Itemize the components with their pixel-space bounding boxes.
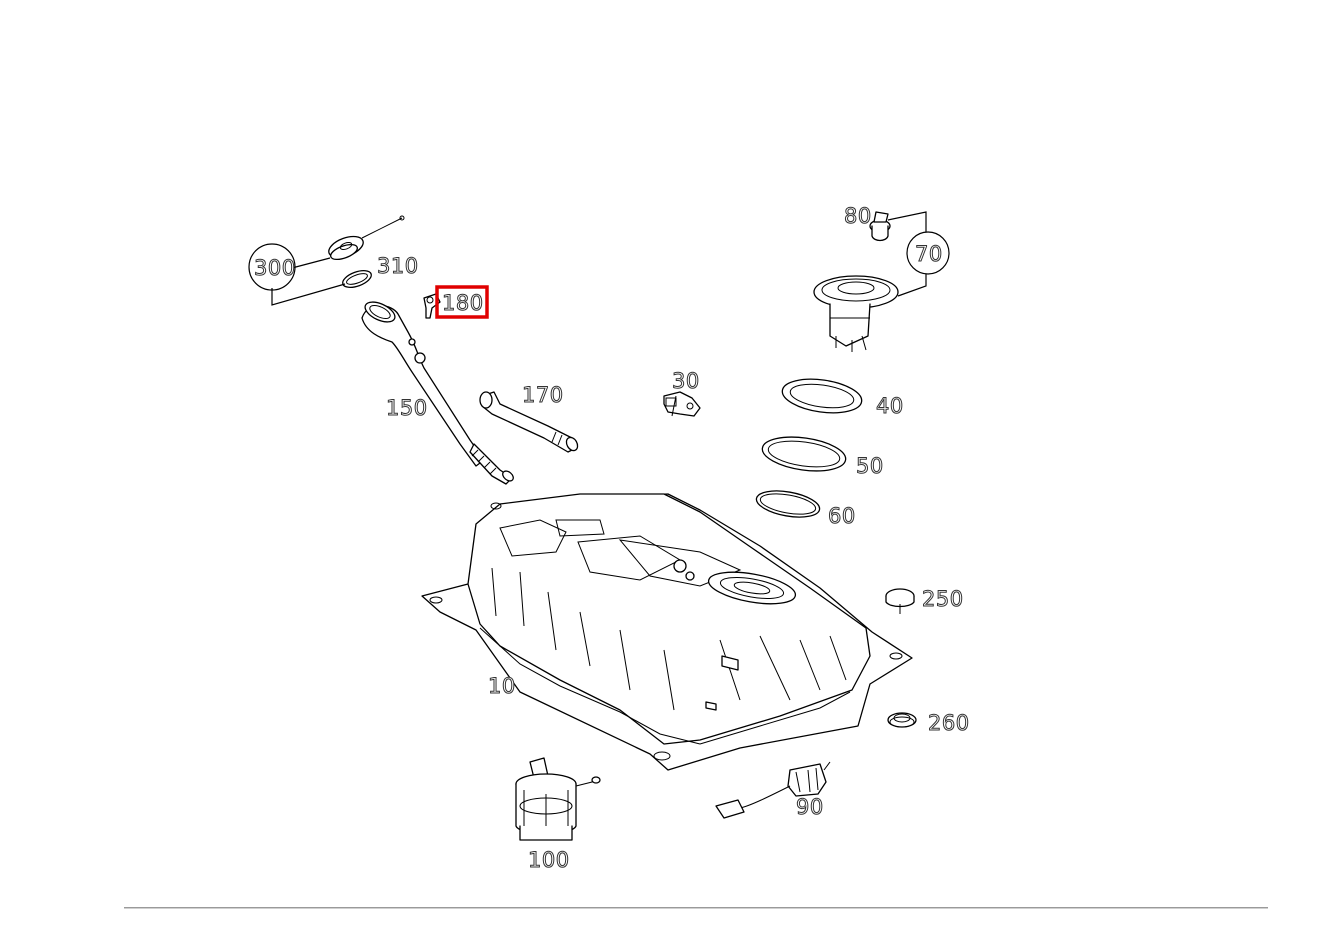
callout-260[interactable]: 260 <box>928 711 970 736</box>
callout-300[interactable]: 300 <box>254 256 296 281</box>
callout-50[interactable]: 50 <box>856 454 884 479</box>
part-310-seal[interactable] <box>341 267 374 290</box>
callout-100[interactable]: 100 <box>528 848 570 873</box>
callout-40[interactable]: 40 <box>876 394 904 419</box>
part-10-fuel-tank[interactable] <box>421 493 913 771</box>
part-60-o-ring[interactable] <box>754 487 821 522</box>
callout-10[interactable]: 10 <box>488 674 516 699</box>
part-300-fuel-cap[interactable] <box>326 215 405 262</box>
part-90-level-sender[interactable] <box>715 761 831 819</box>
leader-70 <box>887 211 927 297</box>
part-150-filler-neck[interactable] <box>361 298 515 485</box>
part-50-gasket[interactable] <box>760 432 848 475</box>
callout-180[interactable]: 180 <box>442 291 484 316</box>
callout-70-circle <box>906 231 950 275</box>
part-80-valve[interactable] <box>869 211 891 242</box>
part-70-pump-module[interactable] <box>813 275 899 352</box>
callout-150[interactable]: 150 <box>386 396 428 421</box>
leader-300 <box>271 257 346 306</box>
callout-90[interactable]: 90 <box>796 795 824 820</box>
callout-60[interactable]: 60 <box>828 504 856 529</box>
part-40-flange-ring[interactable] <box>780 375 864 418</box>
callout-70[interactable]: 70 <box>915 242 943 267</box>
part-170-vent-hose[interactable] <box>479 391 580 453</box>
part-250-mount[interactable] <box>885 588 915 614</box>
callout-30[interactable]: 30 <box>672 369 700 394</box>
footer-divider <box>124 907 1268 909</box>
callout-310[interactable]: 310 <box>377 254 419 279</box>
callout-300-circle <box>248 243 296 291</box>
callout-250[interactable]: 250 <box>922 587 964 612</box>
part-260-grommet[interactable] <box>887 712 917 728</box>
part-30-sensor[interactable] <box>663 391 701 417</box>
callout-180-highlight <box>435 285 489 319</box>
callout-170[interactable]: 170 <box>522 383 564 408</box>
part-100-pump-assembly[interactable] <box>515 757 601 841</box>
callout-80[interactable]: 80 <box>844 204 872 229</box>
